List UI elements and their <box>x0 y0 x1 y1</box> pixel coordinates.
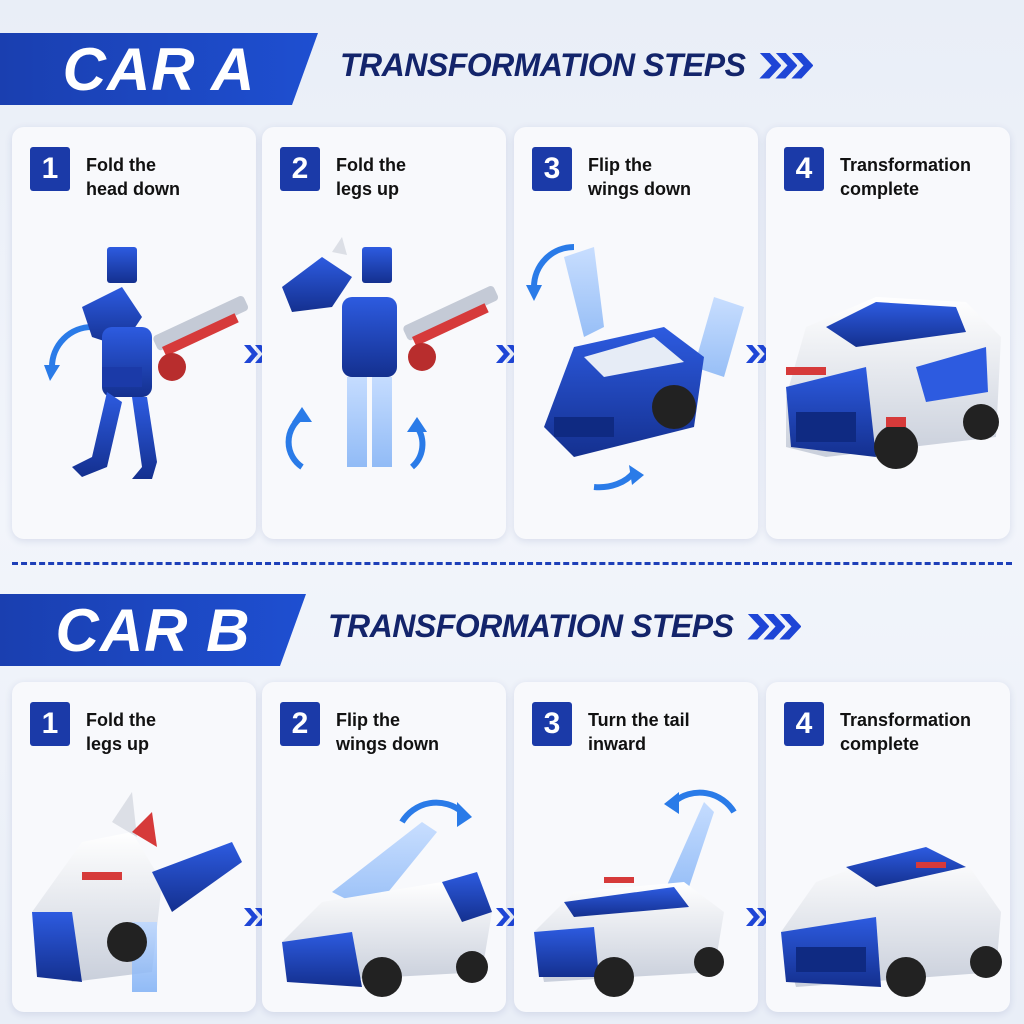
car-a-step-4-card: 4 Transformation complete <box>766 127 1010 539</box>
car-b-step-1-card: 1 Fold the legs up <box>12 682 256 1012</box>
step-label: Transformation complete <box>840 710 972 754</box>
step-label: Flip the wings down <box>336 710 439 754</box>
step-number-badge: 2 <box>280 147 320 191</box>
section-car-b: CAR B TRANSFORMATION STEPS <box>0 594 1024 1014</box>
car-a-step-2-card: 2 Fold the legs up <box>262 127 506 539</box>
step-number-badge: 2 <box>280 702 320 746</box>
car-a-title: CAR A <box>62 35 256 103</box>
section-car-a: CAR A TRANSFORMATION STEPS <box>0 33 1024 553</box>
step-label: Fold the head down <box>86 155 180 199</box>
step-number-badge: 1 <box>30 147 70 191</box>
step-number-badge: 4 <box>784 147 824 191</box>
car-b-wings-down-figure <box>282 799 492 997</box>
car-a-steps-heading: TRANSFORMATION STEPS <box>340 47 814 84</box>
car-a-step-1-card: 1 Fold the head down <box>12 127 256 539</box>
car-a-banner: CAR A <box>0 33 318 105</box>
dragon-white-legs-up-figure <box>32 792 242 992</box>
step-number-badge: 4 <box>784 702 824 746</box>
car-b-step-3-card: 3 Turn the tail inward <box>514 682 758 1012</box>
car-b-steps-heading: TRANSFORMATION STEPS <box>328 608 802 645</box>
step-label: Turn the tail inward <box>588 710 690 754</box>
car-b-tail-inward-figure <box>534 789 737 997</box>
car-a-heading-text: TRANSFORMATION STEPS <box>340 47 746 83</box>
triple-chevron-icon <box>759 52 814 79</box>
step-label: Transformation complete <box>840 155 972 199</box>
step-number-badge: 3 <box>532 147 572 191</box>
step-label: Flip the wings down <box>588 155 691 199</box>
car-b-heading-text: TRANSFORMATION STEPS <box>328 608 734 644</box>
car-b-complete-figure <box>781 847 1002 997</box>
car-b-banner: CAR B <box>0 594 306 666</box>
car-b-step-2-card: 2 Flip the wings down <box>262 682 506 1012</box>
car-wings-down-figure <box>526 244 744 491</box>
car-b-step-4-card: 4 Transformation complete <box>766 682 1010 1012</box>
robot-dragon-legs-up-figure <box>282 237 499 470</box>
car-a-step-3-card: 3 Flip the wings down <box>514 127 758 539</box>
step-number-badge: 1 <box>30 702 70 746</box>
robot-dragon-blue-figure <box>44 247 249 479</box>
car-b-title: CAR B <box>55 596 251 664</box>
step-label: Fold the legs up <box>86 710 156 754</box>
step-number-badge: 3 <box>532 702 572 746</box>
car-complete-figure <box>786 297 1001 469</box>
triple-chevron-icon <box>747 613 802 640</box>
step-label: Fold the legs up <box>336 155 406 199</box>
section-divider <box>12 562 1012 565</box>
